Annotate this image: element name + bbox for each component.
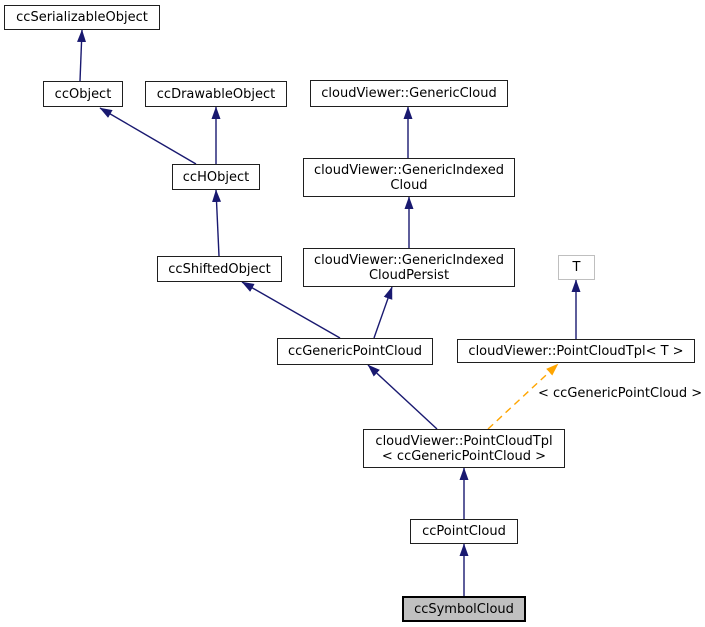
class-node-label: ccDrawableObject (156, 86, 276, 102)
class-node-label: cloudViewer::GenericCloud (321, 86, 497, 101)
class-node-label: ccShiftedObject (168, 261, 271, 277)
class-node-label-line2: CloudPersist (368, 267, 450, 283)
class-node-ccobject[interactable]: ccObject (43, 81, 123, 107)
class-node-label: ccPointCloud (422, 524, 506, 539)
template-param-node-t: T (558, 255, 595, 280)
class-node-label: ccSerializableObject (16, 10, 148, 25)
class-node-ccserializableobject[interactable]: ccSerializableObject (4, 5, 160, 30)
edge-ccgenericpointcloud-to-ccshiftedobject (241, 281, 341, 339)
class-node-ccshiftedobject[interactable]: ccShiftedObject (157, 256, 282, 282)
class-node-label: ccHObject (182, 169, 250, 185)
class-node-cloudviewer-genericcloud[interactable]: cloudViewer::GenericCloud (310, 80, 508, 107)
class-node-label: ccSymbolCloud (414, 601, 514, 617)
edge-ccgenericpointcloud-to-genericindexedcloudpersist (373, 286, 393, 339)
class-node-label-line1: cloudViewer::GenericIndexed (314, 162, 504, 178)
edge-ccshiftedobject-to-cchobject (212, 189, 222, 257)
edge-pointcloudtplgeneric-to-ccgenericpointcloud (367, 364, 438, 430)
class-node-label-line1: cloudViewer::GenericIndexed (314, 252, 504, 268)
edge-cchobject-to-ccobject (99, 107, 197, 165)
class-node-ccpointcloud[interactable]: ccPointCloud (410, 519, 518, 544)
class-node-ccsymbolcloud-current: ccSymbolCloud (402, 596, 526, 622)
class-node-cchobject[interactable]: ccHObject (172, 164, 260, 190)
class-node-label-line1: cloudViewer::PointCloudTpl (375, 433, 553, 449)
class-node-label: cloudViewer::PointCloudTpl< T > (468, 343, 684, 359)
class-node-label-line2: Cloud (390, 177, 428, 193)
class-node-cloudviewer-pointcloudtpl-t[interactable]: cloudViewer::PointCloudTpl< T > (457, 339, 695, 363)
class-node-cloudviewer-pointcloudtpl-ccgenericpointcloud[interactable]: cloudViewer::PointCloudTpl < ccGenericPo… (363, 429, 565, 468)
class-node-cloudviewer-genericindexedcloud[interactable]: cloudViewer::GenericIndexed Cloud (303, 158, 515, 197)
class-node-ccdrawableobject[interactable]: ccDrawableObject (145, 81, 287, 107)
edge-ccobject-to-ccserializableobject (77, 29, 87, 82)
class-node-cloudviewer-genericindexedcloudpersist[interactable]: cloudViewer::GenericIndexed CloudPersist (303, 248, 515, 287)
class-node-label: T (572, 260, 581, 275)
class-node-ccgenericpointcloud[interactable]: ccGenericPointCloud (277, 338, 433, 365)
class-node-label-line2: < ccGenericPointCloud > (381, 448, 547, 464)
class-node-label: ccObject (54, 86, 112, 102)
class-node-label: ccGenericPointCloud (287, 344, 423, 359)
template-instantiation-edge-label: < ccGenericPointCloud > (538, 386, 703, 401)
